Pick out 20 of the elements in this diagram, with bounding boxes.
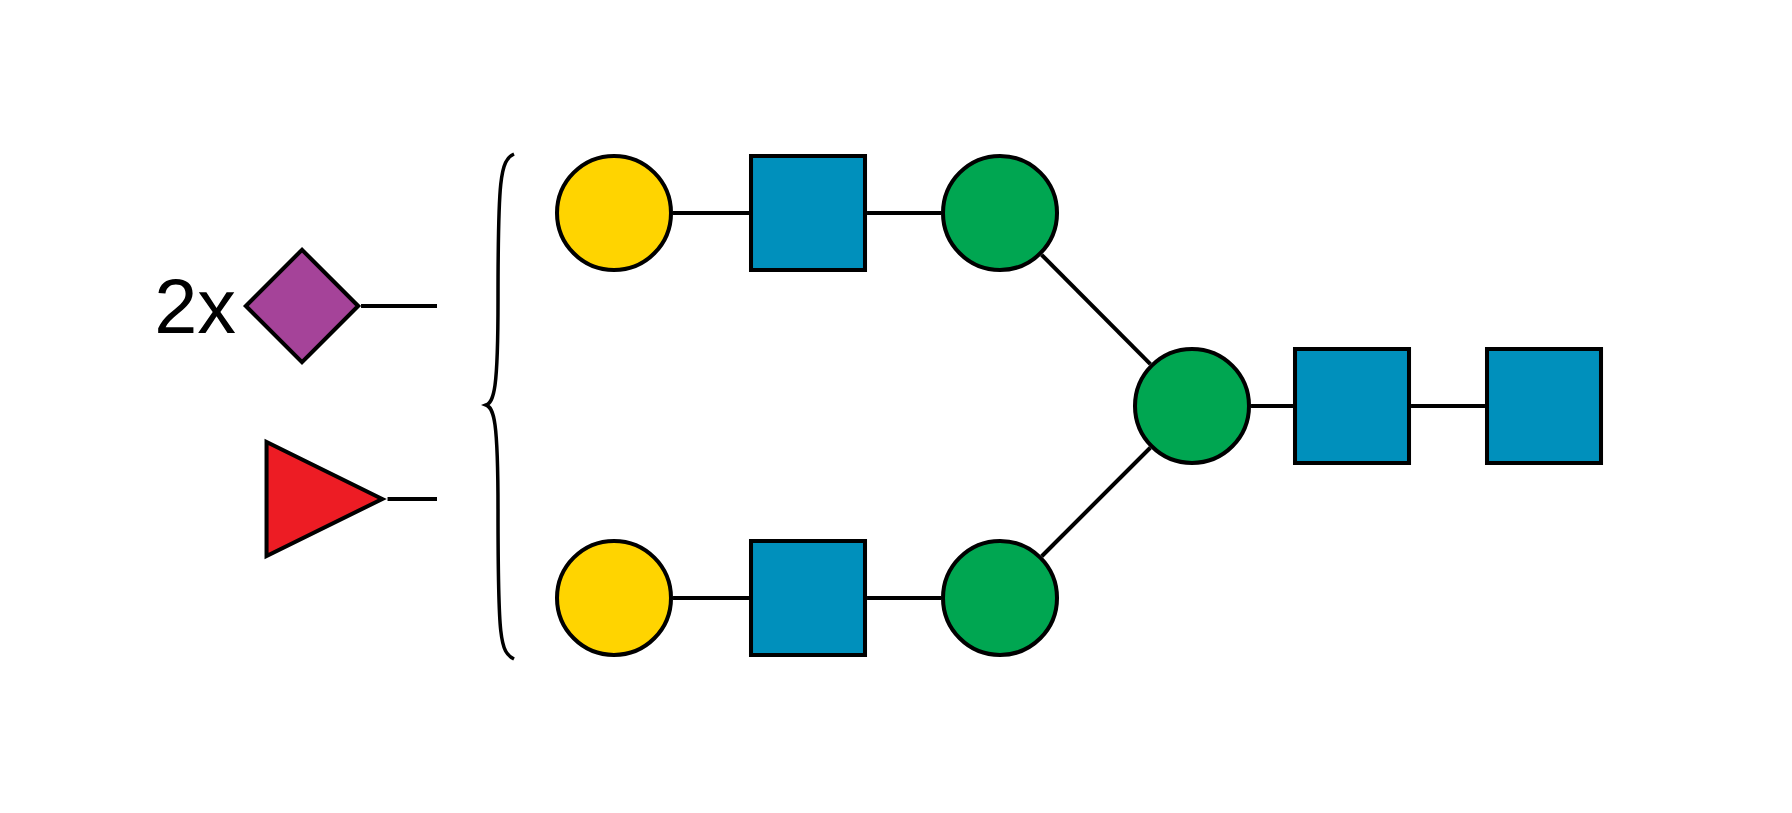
sugar-circle <box>941 539 1060 657</box>
linkage-line <box>673 595 749 600</box>
sugar-circle <box>555 539 674 657</box>
linkage-line <box>1411 403 1485 408</box>
sugar-square <box>749 153 868 272</box>
linkage-line <box>1040 446 1152 558</box>
sugar-square <box>1485 347 1604 465</box>
linkage-line <box>1040 253 1152 366</box>
linkage-line <box>867 210 941 215</box>
linkage-line <box>361 304 437 308</box>
linkage-line <box>867 595 941 600</box>
sugar-square <box>749 539 868 657</box>
sugar-circle <box>1133 347 1252 465</box>
sugar-circle <box>941 153 1060 272</box>
multiplier-label: 2x <box>158 279 236 333</box>
linkage-line <box>387 497 437 501</box>
sugar-square <box>1293 347 1412 465</box>
linkage-line <box>673 210 749 215</box>
sugar-circle <box>555 153 674 272</box>
linkage-line <box>1251 403 1293 408</box>
